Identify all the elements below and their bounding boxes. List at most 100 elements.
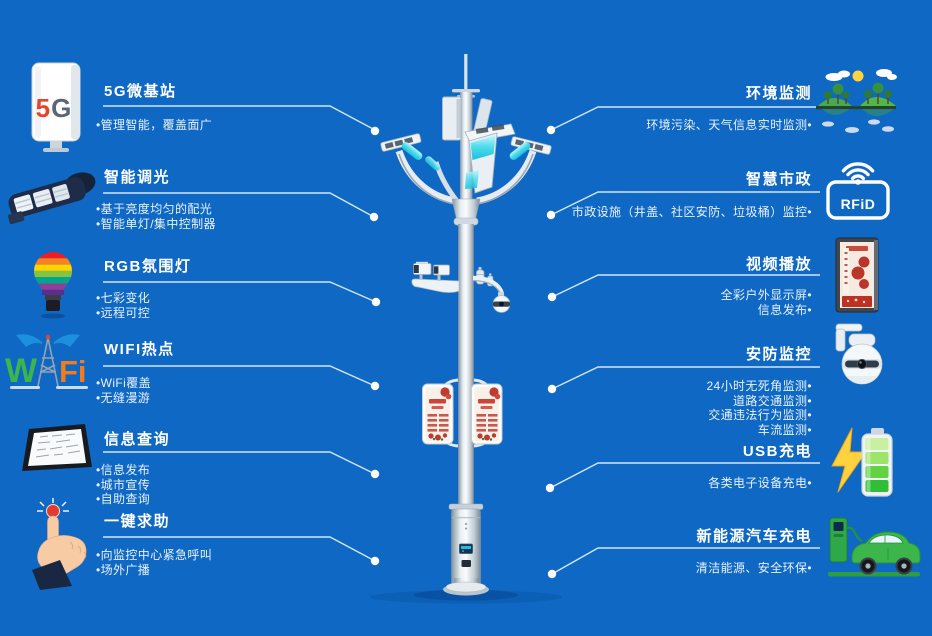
- callout-line: [103, 536, 376, 562]
- lamp-glow: [509, 142, 531, 160]
- video-display-icon: [835, 237, 879, 313]
- wifi-icon: W Fi: [5, 334, 88, 390]
- feature-bullet: 市政设施（井盖、社区安防、垃圾桶）监控•: [571, 205, 812, 219]
- callout-line: [103, 451, 376, 475]
- callout-dot: [547, 292, 557, 302]
- ad-panels: [422, 378, 503, 448]
- feature-bullet: 交通违法行为监测•: [708, 408, 812, 422]
- 5g-label-g: G: [51, 93, 72, 123]
- feature-bullet: 道路交通监测•: [732, 393, 812, 408]
- callout-line: [103, 105, 376, 131]
- callout-dot: [370, 469, 380, 479]
- wifi-beam-left: [16, 334, 42, 347]
- feature-info-query: 信息查询 •信息发布 •城市宣传 •自助查询: [96, 428, 170, 507]
- feature-title: 5G微基站: [104, 83, 177, 100]
- feature-bullet: •基于亮度均匀的配光: [96, 202, 213, 216]
- callout-line: [551, 366, 820, 390]
- emergency-button: [46, 504, 60, 518]
- feature-title: 智慧市政: [745, 171, 812, 188]
- callout-lines: [103, 105, 820, 575]
- feature-title: 智能调光: [104, 169, 171, 186]
- callout-line: [103, 281, 377, 303]
- feature-bullet: •智能单灯/集中控制器: [96, 216, 216, 231]
- callout-dot: [370, 126, 380, 136]
- cctv-assembly: [411, 261, 511, 313]
- lamp-glow: [425, 156, 441, 171]
- feature-bullet: 清洁能源、安全环保•: [695, 561, 812, 575]
- lamp-glow: [470, 135, 496, 160]
- feature-sos: 一键求助 •向监控中心紧急呼叫 •场外广播: [96, 510, 212, 577]
- info-tablet-icon: [22, 424, 92, 471]
- ev-charging-icon: [828, 517, 921, 577]
- feature-title: WIFI热点: [104, 341, 175, 358]
- feature-bullet: •向监控中心紧急呼叫: [96, 548, 213, 562]
- pole-base-section: [443, 503, 489, 596]
- feature-5g-station: 5G微基站 •管理智能，覆盖面广: [96, 80, 212, 133]
- feature-bullet: •无缝漫游: [96, 390, 151, 405]
- wifi-letters-fi: Fi: [59, 354, 87, 389]
- box-camera: [433, 264, 450, 276]
- environment-icon: [816, 69, 897, 133]
- 5g-unit-box: [442, 96, 462, 141]
- 5g-cabinet-icon: 5G: [31, 62, 81, 152]
- feature-bullet: •场外广播: [96, 562, 151, 577]
- feature-bullet: •自助查询: [96, 492, 151, 506]
- dome-camera-icon: [835, 323, 883, 385]
- feature-title: 一键求助: [104, 513, 171, 530]
- car-body: [851, 531, 921, 564]
- pole-shaft: [458, 224, 474, 510]
- feature-bullet: •远程可控: [96, 305, 151, 320]
- callout-line: [550, 106, 820, 131]
- callout-line: [551, 547, 820, 575]
- feature-bullet: •管理智能，覆盖面广: [96, 118, 213, 132]
- callout-dot: [369, 212, 379, 222]
- rfid-label: RFiD: [841, 196, 876, 212]
- feature-bullet: 各类电子设备充电•: [708, 476, 812, 490]
- callout-line: [549, 462, 820, 489]
- callout-dot: [370, 556, 380, 566]
- mist-clouds: [822, 119, 894, 133]
- lightning-bolt: [831, 427, 867, 493]
- feature-title: 视频播放: [745, 256, 812, 273]
- dome-camera: [492, 292, 511, 313]
- callout-dot: [370, 381, 380, 391]
- lamp-head-right: [510, 136, 552, 155]
- usb-charging-panel: [459, 543, 473, 567]
- 5g-label-5: 5: [36, 93, 51, 123]
- feature-ev-charging: 新能源汽车充电 清洁能源、安全环保•: [696, 525, 812, 576]
- rgb-bulb-icon: [34, 252, 72, 319]
- feature-bullet: •WiFi覆盖: [96, 376, 151, 390]
- feature-title: 信息查询: [104, 431, 171, 448]
- callout-dot: [546, 210, 556, 220]
- feature-smart-dimming: 智能调光 •基于亮度均匀的配光 •智能单灯/集中控制器: [96, 166, 216, 231]
- callout-dot: [547, 569, 557, 579]
- sleeve: [32, 560, 72, 590]
- feature-video-playback: 视频播放 全彩户外显示屏• 信息发布•: [721, 253, 812, 317]
- ad-panel-left: [422, 383, 454, 445]
- clouds: [825, 69, 897, 81]
- feature-bullet: •城市宣传: [96, 477, 151, 492]
- rfid-icon: RFiD: [826, 162, 890, 220]
- poster-art: [851, 256, 870, 289]
- battery-icon: [831, 427, 893, 497]
- feature-title: 安防监控: [745, 346, 812, 363]
- feature-title: RGB氛围灯: [104, 258, 192, 275]
- button-glow-rays: [37, 498, 69, 512]
- feature-bullet: 环境污染、天气信息实时监测•: [646, 118, 812, 132]
- lightning-rod: [464, 54, 468, 98]
- feature-bullet: 车流监测•: [757, 422, 812, 437]
- wifi-beam-right: [54, 334, 80, 347]
- feature-bullet: 24小时无死角监测•: [706, 379, 812, 393]
- sos-hand-icon: [32, 498, 87, 590]
- antenna-tower: [37, 337, 59, 387]
- callout-dot: [545, 483, 555, 493]
- sun: [852, 70, 864, 82]
- feature-security-monitoring: 安防监控 24小时无死角监测• 道路交通监测• 交通违法行为监测• 车流监测•: [706, 343, 812, 437]
- feature-usb-charging: USB充电 各类电子设备充电•: [708, 440, 812, 491]
- feature-bullet: 全彩户外显示屏•: [720, 288, 812, 302]
- callout-line: [550, 191, 820, 216]
- lamp-arm-left: [395, 149, 456, 205]
- charging-cable: [846, 526, 863, 543]
